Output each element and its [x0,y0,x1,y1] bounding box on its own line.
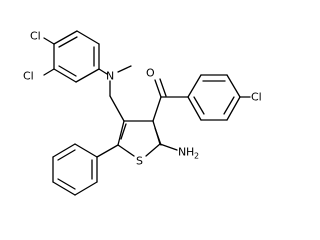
bond [159,143,178,151]
chemical-structure: Cl Cl N O Cl S N H 2 [23,30,262,196]
phenyl-ring [52,143,98,196]
hydrogen-count-subscript: 2 [194,152,199,161]
double-bond [223,96,235,115]
thiophene-ring [117,120,162,157]
bond [152,96,162,122]
bond [145,143,161,157]
double-bond [193,96,205,115]
oxygen-atom-label: O [146,67,155,80]
sulfur-atom-label: S [136,155,143,168]
bond [52,143,76,158]
bond [187,74,202,98]
bond [226,96,241,121]
chlorophenyl-ring [187,74,241,121]
bond [74,181,98,196]
bond [43,68,55,76]
double-bond [159,78,167,97]
bond [53,30,78,45]
double-bond [57,178,76,190]
hydrogen-atom-label: H [186,146,194,159]
bond [109,95,125,122]
bond [53,68,77,83]
chlorine-atom-label: Cl [23,70,34,83]
bond [117,120,125,146]
bond [76,30,100,45]
chlorine-atom-label: Cl [251,91,262,104]
bond [96,144,119,158]
bond [187,96,202,121]
bond [74,143,98,158]
bond [75,68,100,83]
bond [98,68,108,75]
bond [154,79,162,98]
bond [226,74,241,98]
double-bond [58,65,77,77]
double-bond [154,127,162,146]
dichlorophenyl-ring [53,30,100,83]
chlorine-atom-label: Cl [30,30,41,43]
bond [117,65,132,73]
bond [117,144,135,157]
double-bond [58,36,78,48]
amino-group-label: N H 2 [178,146,199,161]
bond [43,37,55,45]
nitrogen-atom-label: N [106,70,114,83]
double-bond [57,149,76,161]
bond [52,181,76,196]
nitrogen-atom-label: N [178,146,186,159]
double-bond [120,123,127,140]
